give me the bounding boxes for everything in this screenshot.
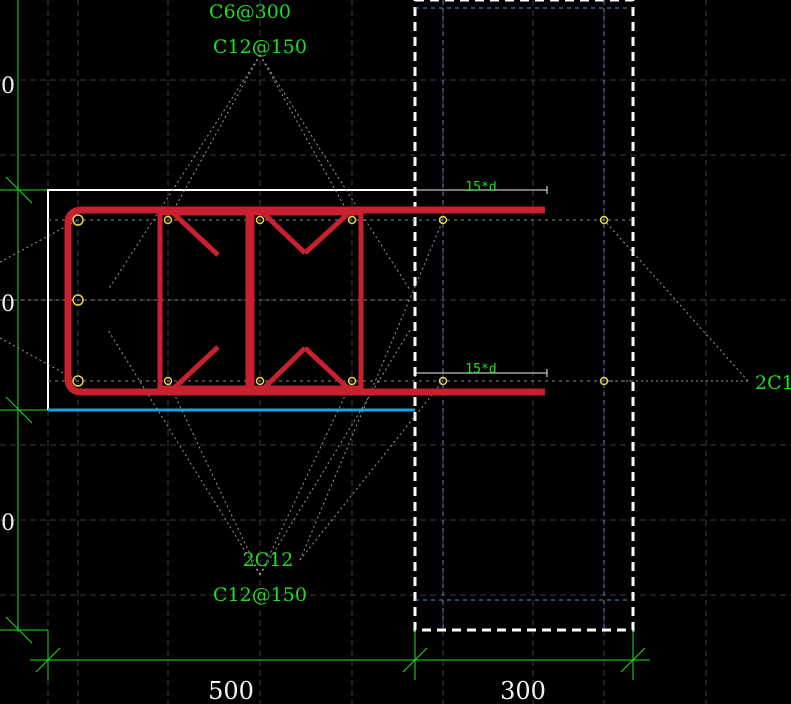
stirrup-hook — [170, 210, 220, 257]
bar-axis-lines — [0, 219, 633, 382]
bar-node — [347, 215, 357, 225]
anchorage-label-top: 15*d — [465, 180, 496, 195]
column-outline — [413, 0, 635, 632]
bar-node — [72, 214, 84, 226]
bar-node — [347, 376, 357, 386]
bar-node — [255, 376, 265, 386]
left-dimension-label-1: 0 — [1, 74, 15, 99]
bottom-dimension-line — [30, 630, 650, 680]
bar-node — [255, 215, 265, 225]
label-right-bars: 2C1 — [755, 372, 791, 394]
left-dimension-line — [0, 0, 48, 644]
left-dimension-label-2: 0 — [1, 292, 15, 317]
stirrup-hook — [260, 210, 307, 255]
label-top-main: C12@150 — [213, 36, 307, 58]
bar-node — [599, 215, 609, 225]
main-bar-u — [64, 206, 545, 396]
stirrup-left — [157, 210, 251, 391]
anchorage-dimensions — [414, 186, 548, 377]
bar-node — [72, 294, 84, 306]
label-top-stirrup: C6@300 — [209, 1, 291, 23]
dimension-width-left: 500 — [208, 677, 254, 704]
bar-node — [438, 215, 448, 225]
label-bottom-main: C12@150 — [213, 584, 307, 606]
stirrup-hook — [303, 210, 352, 255]
bar-node — [163, 215, 173, 225]
left-dimension-label-3: 0 — [1, 511, 15, 536]
bar-node — [163, 376, 173, 386]
stirrup-hook — [260, 346, 307, 392]
bottom-dim-tick — [35, 647, 61, 673]
bar-node — [599, 376, 609, 386]
bottom-dim-tick — [402, 647, 428, 673]
anchorage-label-bottom: 15*d — [465, 362, 496, 377]
stirrup-right — [249, 210, 364, 391]
beam-outline — [47, 189, 415, 412]
bottom-dim-tick — [620, 647, 646, 673]
rebar-main — [64, 206, 545, 396]
label-bottom-bars: 2C12 — [243, 549, 294, 571]
bar-node — [438, 376, 448, 386]
dimension-width-right: 300 — [500, 677, 546, 704]
bar-nodes — [72, 214, 609, 387]
leader-lines — [0, 54, 749, 576]
bar-node — [72, 375, 84, 387]
stirrup-hook — [303, 346, 352, 392]
rebar-stirrups — [157, 210, 364, 392]
stirrup-hook — [170, 345, 220, 392]
